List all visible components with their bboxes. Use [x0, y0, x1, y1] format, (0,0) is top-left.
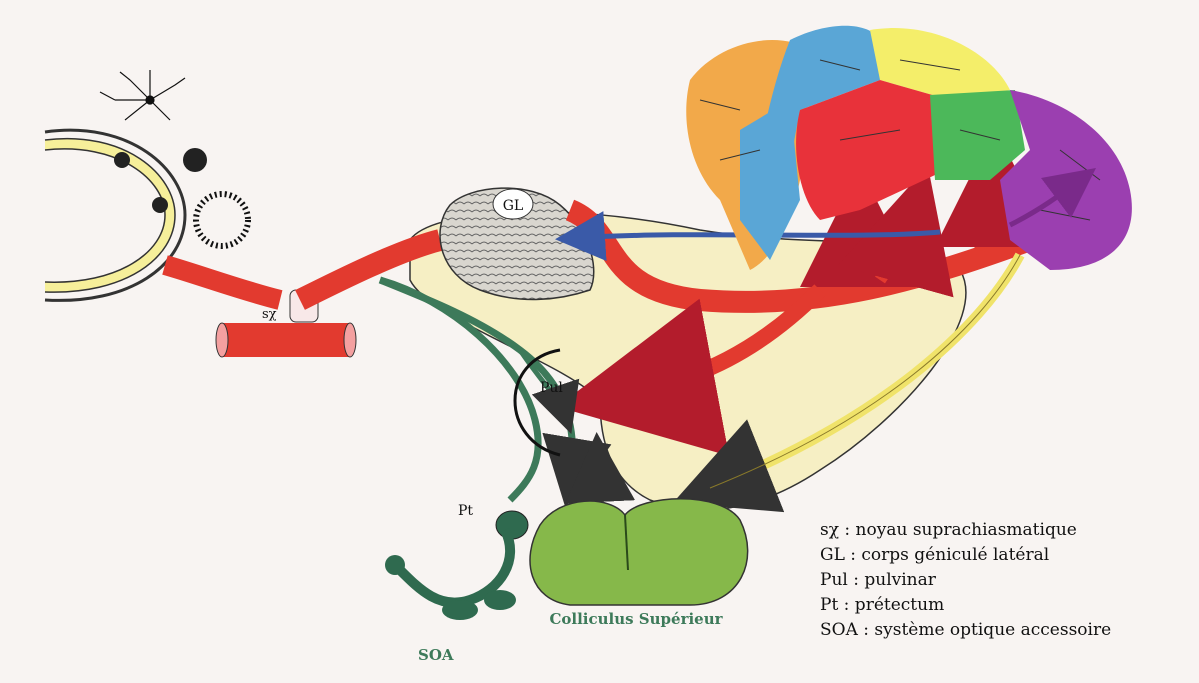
legend-item-pt: Pt : prétectum	[820, 593, 1111, 618]
legend: sχ : noyau suprachiasmatique GL : corps …	[820, 518, 1111, 643]
colliculus-to-pulvinar-arrow	[598, 460, 600, 500]
legend-item-pul: Pul : pulvinar	[820, 568, 1111, 593]
gl-label: GL	[503, 198, 523, 214]
optic-nerve	[165, 265, 280, 300]
colliculus-label: Colliculus Supérieur	[549, 610, 723, 628]
legend-item-sx: sχ : noyau suprachiasmatique	[820, 518, 1111, 543]
superior-colliculus	[530, 499, 748, 605]
pt-label: Pt	[458, 503, 473, 519]
sx-label: sχ	[262, 307, 277, 322]
retinal-ganglion-cells	[100, 70, 185, 120]
legend-item-soa: SOA : système optique accessoire	[820, 618, 1111, 643]
soa-label: SOA	[418, 646, 454, 664]
legend-item-gl: GL : corps géniculé latéral	[820, 543, 1111, 568]
radiation-branch-3	[980, 175, 995, 250]
soa-pretectum	[385, 511, 528, 620]
cortex-purple-region	[1000, 90, 1132, 270]
pul-label: Pul	[540, 380, 563, 396]
cortex-green-region	[930, 90, 1025, 180]
optic-chiasm	[216, 290, 356, 357]
